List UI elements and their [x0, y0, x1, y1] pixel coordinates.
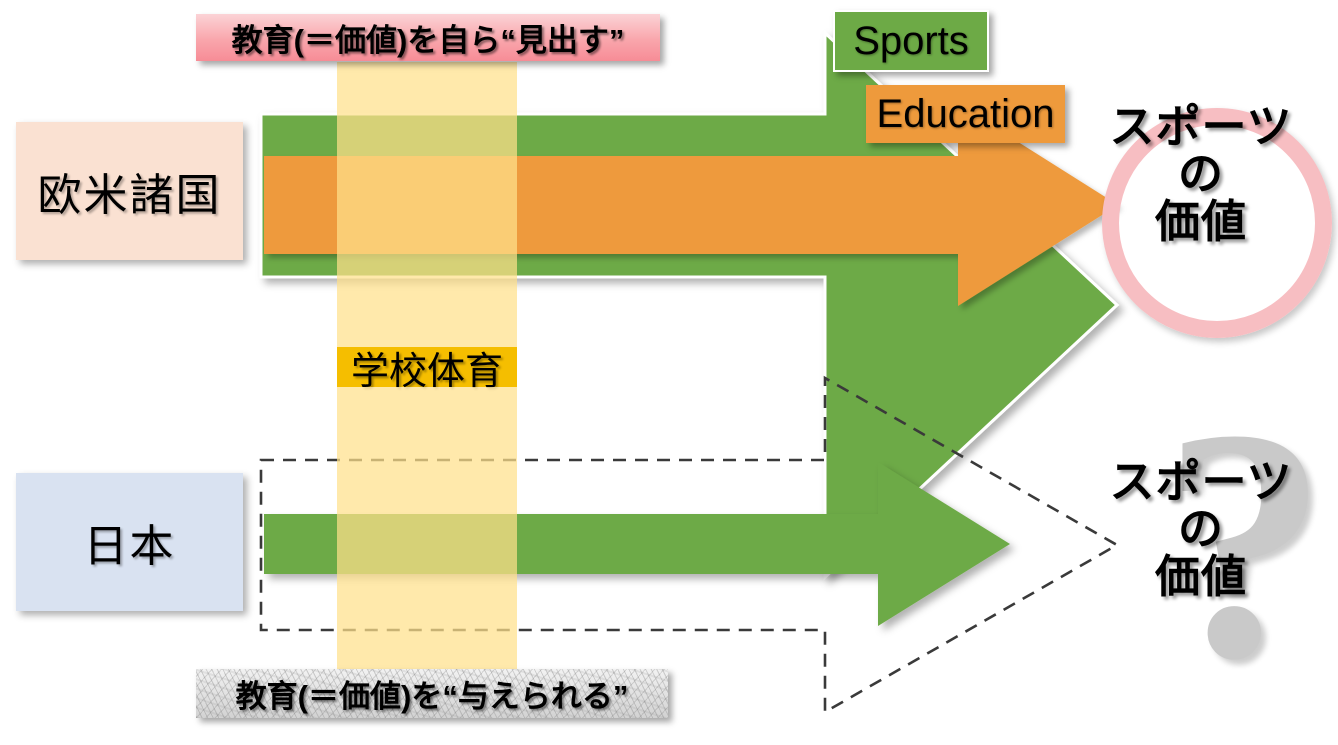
- japan-value-line-3: 価値: [1154, 550, 1247, 602]
- bottom-banner-text: 教育(＝価値)を“与えられる”: [235, 679, 629, 714]
- row-label-japan: 日本: [16, 473, 243, 611]
- school-column-band: 学校体育: [337, 347, 517, 393]
- japan-value-line-1: スポーツ: [1109, 456, 1293, 507]
- west-value-line-1: スポーツ: [1109, 101, 1293, 152]
- top-banner: 教育(＝価値)を自ら“見出す”: [196, 14, 660, 61]
- japan-value-line-2: の: [1177, 503, 1224, 555]
- west-value-line-3: 価値: [1154, 195, 1247, 247]
- japan-sports-arrow: [264, 462, 1010, 626]
- school-column-upper: [337, 62, 517, 347]
- row-label-west: 欧米諸国: [16, 122, 243, 260]
- row-label-japan-text: 日本: [83, 522, 176, 571]
- legend-chip-education-label: Education: [876, 91, 1055, 136]
- japan-value-label: スポーツ の 価値: [1090, 458, 1312, 600]
- west-value-label: スポーツ の 価値: [1090, 103, 1312, 245]
- legend-chip-sports: Sports: [833, 10, 989, 72]
- legend-chip-education: Education: [866, 85, 1065, 143]
- bottom-banner: 教育(＝価値)を“与えられる”: [196, 669, 668, 718]
- question-mark-icon: ?: [1162, 362, 1328, 727]
- west-value-line-2: の: [1177, 148, 1224, 200]
- row-label-west-text: 欧米諸国: [37, 171, 222, 220]
- top-banner-text: 教育(＝価値)を自ら“見出す”: [231, 23, 625, 58]
- west-education-arrow: [264, 104, 1118, 306]
- school-column-label: 学校体育: [350, 350, 503, 393]
- legend-chip-sports-label: Sports: [853, 18, 969, 63]
- school-column-lower: [337, 387, 517, 671]
